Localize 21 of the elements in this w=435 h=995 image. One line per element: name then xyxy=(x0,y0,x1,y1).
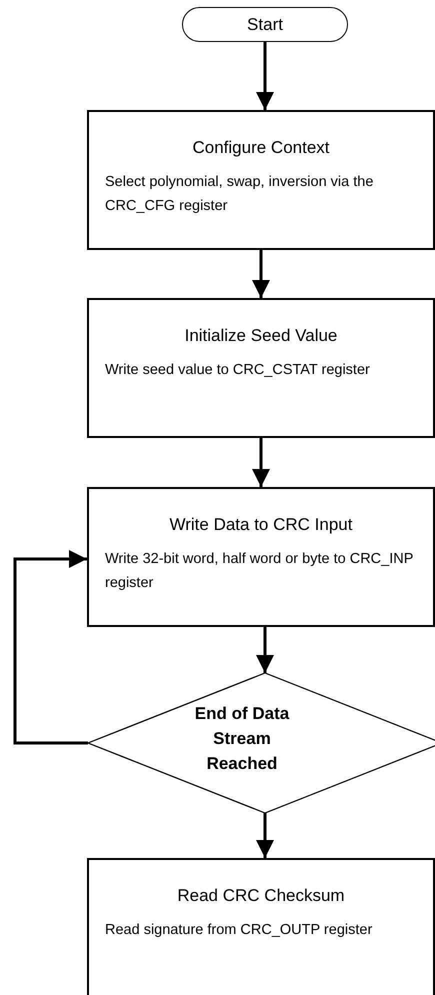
step-title: Initialize Seed Value xyxy=(184,326,338,346)
step-description: Select polynomial, swap, inversion via the CRC_CFG register xyxy=(105,173,374,216)
node-label: Start xyxy=(247,14,283,34)
step-description: Read signature from CRC_OUTP register xyxy=(105,921,374,940)
arrow xyxy=(256,627,274,673)
decision-label: End of Data Stream Reached xyxy=(194,703,290,775)
process-box xyxy=(87,487,435,627)
step-title: Read CRC Checksum xyxy=(176,886,346,906)
process-box xyxy=(87,110,435,250)
arrow xyxy=(256,813,274,858)
arrow xyxy=(252,250,270,298)
arrow xyxy=(14,550,88,744)
process-box xyxy=(87,298,435,438)
process-box xyxy=(87,858,435,995)
arrow xyxy=(256,42,274,110)
step-description: Write 32-bit word, half word or byte to CRC_INP register xyxy=(105,550,414,593)
step-description: Write seed value to CRC_CSTAT register xyxy=(105,361,371,380)
step-title: Write Data to CRC Input xyxy=(168,515,354,535)
arrow xyxy=(252,438,270,487)
terminator-shape xyxy=(182,7,348,42)
step-title: Configure Context xyxy=(191,138,331,158)
